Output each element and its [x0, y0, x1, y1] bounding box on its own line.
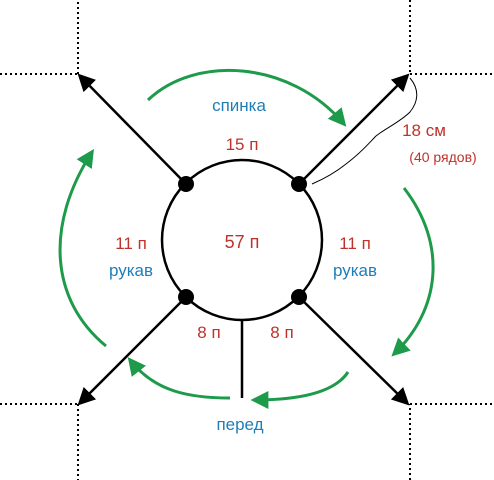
- right-sleeve-label: рукав: [333, 261, 377, 280]
- left-sleeve-stitch-count: 11 п: [115, 234, 147, 253]
- raglan-rows: (40 рядов): [409, 149, 476, 165]
- marker-dot-top-right: [291, 176, 307, 192]
- marker-dot-bottom-right: [291, 289, 307, 305]
- arrow-back: [146, 68, 347, 127]
- total-stitch-count: 57 п: [225, 232, 260, 252]
- arrow-front-left: [127, 357, 231, 400]
- raglan-markers: [178, 176, 307, 305]
- raglan-length: 18 см: [402, 121, 446, 140]
- arrow-right-sleeve: [391, 187, 435, 357]
- right-sleeve-stitch-count: 11 п: [339, 234, 371, 253]
- knitting-direction-arrows: [58, 68, 435, 409]
- raglan-line-top-right: [298, 73, 410, 185]
- front-left-stitch-count: 8 п: [197, 323, 220, 342]
- front-right-stitch-count: 8 п: [270, 323, 293, 342]
- raglan-line-top-left: [77, 73, 187, 185]
- back-stitch-count: 15 п: [226, 135, 259, 154]
- arrow-left-sleeve: [58, 148, 107, 348]
- marker-dot-top-left: [178, 176, 194, 192]
- front-label: перед: [216, 415, 263, 434]
- back-label: спинка: [212, 96, 266, 115]
- length-brace: [311, 77, 418, 185]
- arrow-front-right: [250, 371, 350, 409]
- left-sleeve-label: рукав: [109, 261, 153, 280]
- raglan-line-bottom-left: [77, 296, 187, 406]
- marker-dot-bottom-left: [178, 289, 194, 305]
- raglan-line-bottom-right: [298, 296, 410, 406]
- raglan-lines: [77, 73, 410, 406]
